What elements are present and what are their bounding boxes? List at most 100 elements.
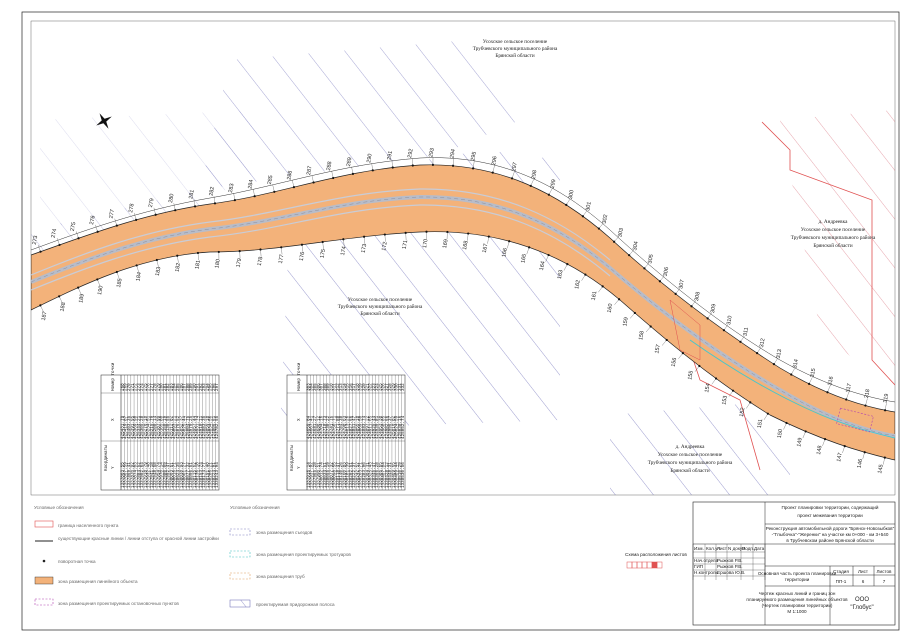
coordinate-header: Y bbox=[297, 466, 302, 469]
coordinate-cell: 425150.19 bbox=[163, 415, 168, 439]
settlement-se-line-1: д. Андреевка bbox=[676, 444, 705, 450]
turning-point-label-north: 279 bbox=[148, 198, 156, 208]
coordinate-cell: 1337870.92 bbox=[130, 462, 135, 488]
coordinate-cell: 1338115.62 bbox=[192, 462, 197, 488]
turning-point-label-south: 160 bbox=[607, 303, 615, 313]
turning-point-label-north: 314 bbox=[792, 359, 800, 369]
turning-point-label-south: 180 bbox=[214, 259, 222, 269]
sheet-layout-scheme: Схема расположения листов bbox=[625, 552, 687, 569]
coordinate-cell: 425403.35 bbox=[127, 415, 132, 439]
turning-point-label-south: 161 bbox=[591, 291, 599, 301]
settlement-east-line-3: Трубчевского муниципального района bbox=[791, 234, 876, 241]
legend-header-left: Условные обозначения bbox=[34, 505, 84, 510]
coordinate-cell: 1337990.51 bbox=[316, 462, 321, 488]
stamp-role: ГИП bbox=[694, 564, 703, 569]
turning-point-label-south: 179 bbox=[236, 258, 244, 268]
title-block: Проект планировки территории, содержащий… bbox=[692, 501, 896, 626]
coordinates-table-1: 268425431.791337863.55269425419.87133786… bbox=[100, 362, 220, 491]
turning-point-label-north: 297 bbox=[511, 162, 519, 172]
coordinate-cell: 1337916.14 bbox=[306, 462, 311, 488]
coordinate-cell: 1338345.47 bbox=[372, 462, 377, 488]
coordinate-cell: 309 bbox=[326, 383, 331, 391]
road-axis bbox=[31, 196, 895, 437]
turning-point-label-south: 145 bbox=[877, 464, 885, 474]
turning-point-label-south: 189 bbox=[78, 293, 86, 303]
legend-swatch-boundary bbox=[34, 520, 54, 528]
settlement-east-line-4: Брянской области bbox=[813, 242, 853, 249]
turning-point-label-north: 292 bbox=[407, 148, 415, 158]
stamp-stage: ПП-1 bbox=[836, 579, 847, 584]
turning-point-label-north: 293 bbox=[428, 148, 436, 158]
turning-point-label-south: 176 bbox=[299, 251, 307, 261]
stamp-role: Н.контроль bbox=[694, 570, 719, 575]
settlement-label-center: Усохское сельское поселение Трубчевского… bbox=[338, 297, 423, 317]
coordinate-cell: 424883.35 bbox=[202, 415, 207, 439]
coordinate-cell: 1337980.09 bbox=[163, 462, 168, 488]
coordinate-cell: 312 bbox=[336, 383, 341, 391]
coordinate-cell: 1338366.28 bbox=[375, 462, 380, 488]
coordinate-cell: 289 bbox=[189, 383, 194, 391]
coordinate-cell: 280 bbox=[160, 383, 165, 391]
legend-swatch-sidewalks bbox=[229, 550, 251, 558]
coordinate-cell: 425130.55 bbox=[166, 415, 171, 439]
coordinate-cell: 331 bbox=[398, 383, 403, 391]
coordinate-cell: 290 bbox=[192, 383, 197, 391]
stamp-head-col: Подп. bbox=[742, 546, 754, 551]
scheme-cell bbox=[656, 561, 663, 569]
stamp-stage-label: Стадия bbox=[833, 569, 849, 574]
turning-point-label-north: 281 bbox=[188, 189, 196, 199]
coordinate-cell: 306 bbox=[316, 383, 321, 391]
turning-point-label-south: 158 bbox=[638, 330, 646, 340]
turning-point-marker bbox=[39, 250, 42, 253]
coordinate-cell: 276 bbox=[147, 383, 152, 391]
settlement-border-corridor bbox=[669, 299, 701, 361]
coordinate-cell: 295 bbox=[209, 383, 214, 391]
coordinate-cell: 1338530.56 bbox=[401, 462, 406, 488]
coordinate-cell: 1338136.18 bbox=[196, 462, 201, 488]
hatched-zone-south bbox=[610, 400, 790, 495]
turning-point-marker bbox=[714, 377, 718, 380]
legend-item-exits: зона размещения съездов bbox=[256, 530, 313, 535]
coordinate-cell: 1338077.32 bbox=[329, 462, 334, 488]
settlement-center-line-3: Брянской области bbox=[360, 310, 400, 317]
coordinate-cell: 425369.98 bbox=[134, 415, 139, 439]
turning-point-label-north: 303 bbox=[617, 228, 625, 238]
coordinate-cell: 1337954.74 bbox=[156, 462, 161, 488]
turning-point-label-north: 309 bbox=[710, 303, 718, 313]
bus-stop-zone bbox=[836, 407, 874, 433]
coordinate-cell: 271 bbox=[130, 383, 135, 391]
turning-point-label-south: 153 bbox=[721, 395, 729, 405]
coordinate-cell: 330 bbox=[395, 383, 400, 391]
turning-point-label-north: 284 bbox=[247, 179, 255, 189]
turning-point-label-south: 159 bbox=[622, 317, 630, 327]
coordinate-cell: 1337948.58 bbox=[153, 462, 158, 488]
turning-point-label-north: 289 bbox=[346, 157, 354, 167]
coordinate-cell: 1338202.51 bbox=[349, 462, 354, 488]
turning-point-label-south: 168 bbox=[462, 240, 470, 250]
coordinate-cell: 1338024.35 bbox=[176, 462, 181, 488]
coordinate-cell: 424730.22 bbox=[326, 415, 331, 439]
coordinate-cell: 272 bbox=[134, 383, 139, 391]
coordinate-cell: 1338386.65 bbox=[378, 462, 383, 488]
coordinate-cell: 425391.95 bbox=[130, 415, 135, 439]
turning-point-label-south: 157 bbox=[654, 344, 662, 354]
stamp-object-2: -"Глыбочка"-"Жеренки" на участке км 0+00… bbox=[772, 532, 889, 537]
stamp-sheet-title-2: территории bbox=[785, 577, 810, 582]
turning-point-label-south: 151 bbox=[757, 419, 765, 429]
coordinate-cell: 292 bbox=[199, 383, 204, 391]
coordinate-cell: 424704.16 bbox=[320, 415, 325, 439]
coordinate-cell: 1338003.61 bbox=[169, 462, 174, 488]
turning-point-label-north: 283 bbox=[228, 183, 236, 193]
turning-point-label-north: 307 bbox=[678, 279, 686, 289]
turning-point-marker bbox=[863, 451, 866, 454]
turning-point-label-south: 172 bbox=[381, 241, 389, 251]
stamp-head-col: Дата bbox=[754, 546, 765, 551]
turning-point-marker bbox=[508, 240, 511, 243]
coordinate-cell: 424827.66 bbox=[349, 415, 354, 439]
stamp-drawing-title-1: Чертеж красных линий и границ зон bbox=[759, 590, 836, 596]
turning-point-label-north: 305 bbox=[647, 254, 655, 264]
turning-point-marker bbox=[785, 421, 788, 425]
coordinate-cell: 316 bbox=[349, 383, 354, 391]
legend-item-boundary: граница населенного пункта bbox=[58, 523, 119, 528]
